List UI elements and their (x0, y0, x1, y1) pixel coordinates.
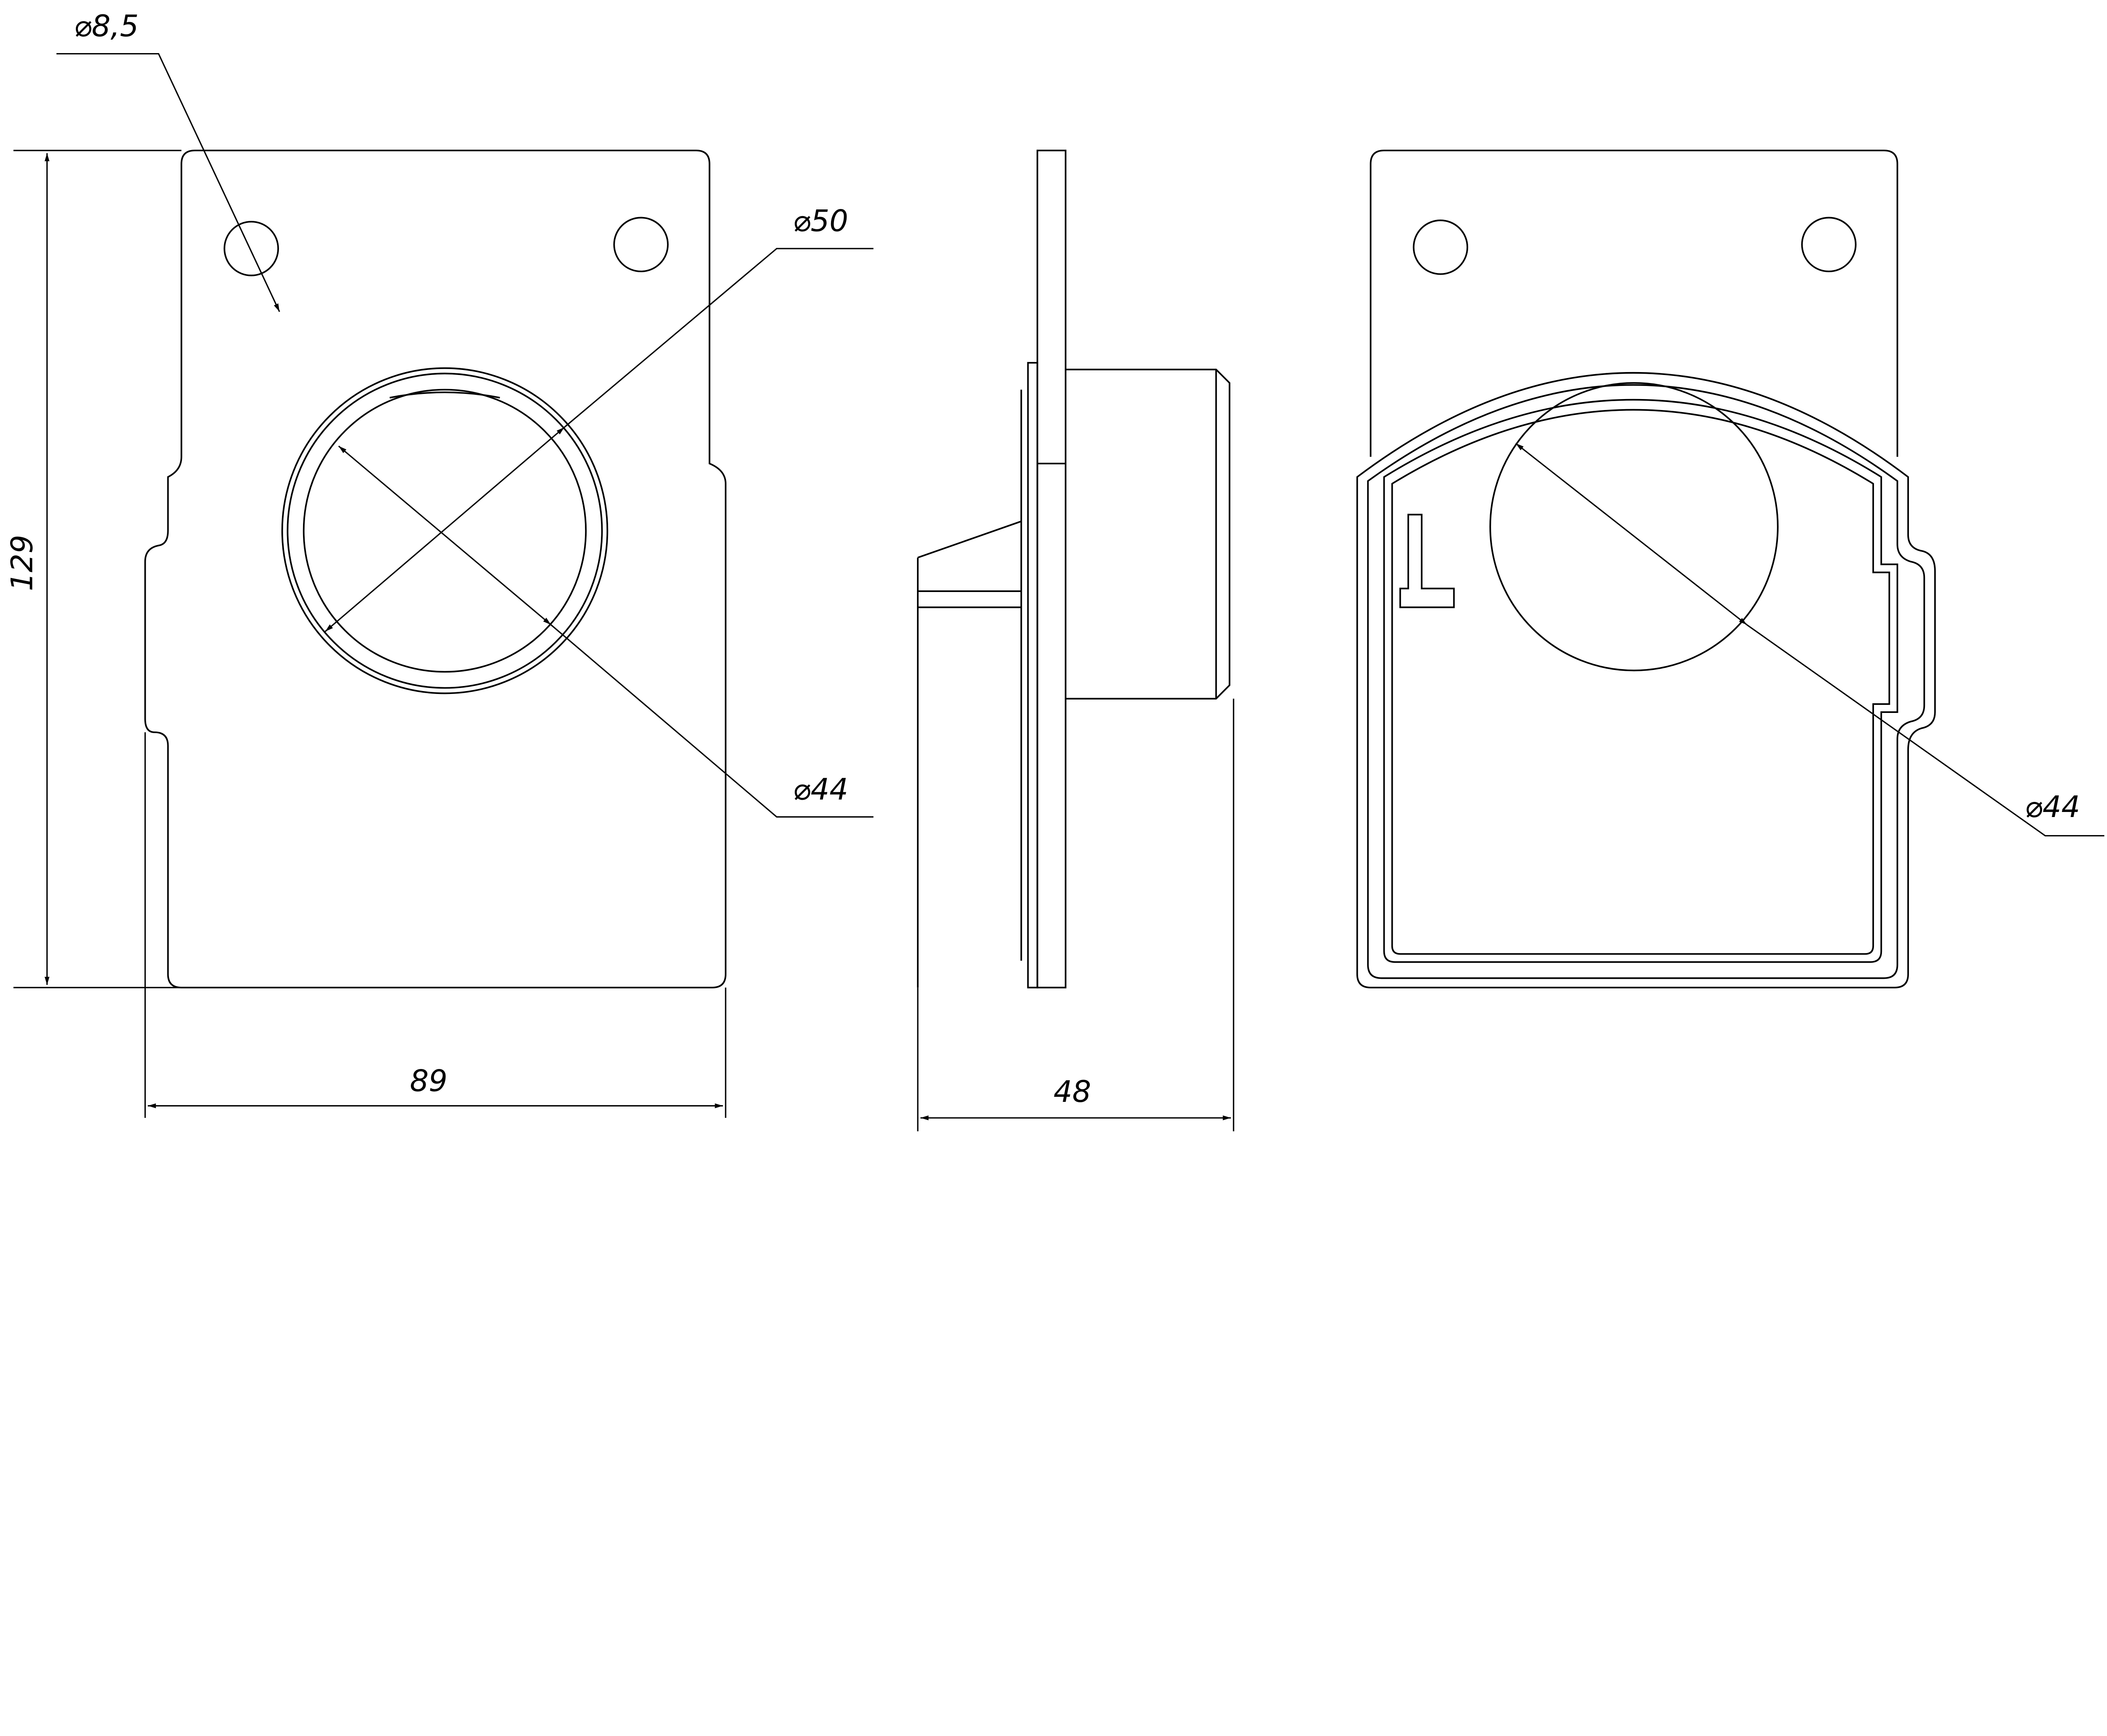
bore-detail (389, 391, 500, 399)
rear-view: ⌀44 (1356, 150, 2104, 989)
hole-leader (56, 53, 280, 312)
rear-diameter-leader (1746, 624, 2104, 837)
technical-drawing: 129 89 ⌀8,5 ⌀50 ⌀44 48 (5, 9, 2104, 1131)
mount-hole-left (223, 221, 279, 276)
side-plate-step (1027, 362, 1038, 989)
rear-diameter-label: ⌀44 (2025, 790, 2080, 824)
rear-plate-top (1370, 150, 1898, 457)
width-dimension-label: 89 (410, 1064, 448, 1098)
inner-diameter-leader (550, 624, 874, 818)
inner-diameter-dimension-line (338, 445, 552, 625)
side-plate (1036, 150, 1067, 989)
hole-diameter-label: ⌀8,5 (74, 9, 139, 43)
rear-bore (1489, 382, 1779, 672)
side-tube (1065, 368, 1230, 700)
rear-hole-right (1801, 217, 1857, 273)
side-wedge (917, 520, 1022, 988)
outer-ring (281, 367, 609, 694)
outer-diameter-leader (564, 248, 874, 428)
rear-t-tab (1399, 514, 1455, 608)
rear-housing-outline-2 (1367, 384, 1925, 979)
rear-diameter-dimension-line (1515, 443, 1748, 626)
height-dimension-label: 129 (5, 535, 40, 591)
rear-housing-inner-outline (1383, 399, 1898, 963)
outer-ring-inner (287, 372, 603, 689)
outer-diameter-dimension-line (324, 426, 565, 632)
mount-hole-right (613, 217, 669, 273)
outer-diameter-label: ⌀50 (793, 204, 848, 238)
inner-diameter-label: ⌀44 (793, 772, 848, 806)
rear-housing-inner-outline-2 (1391, 409, 1890, 955)
front-view: 129 89 ⌀8,5 ⌀50 ⌀44 (5, 9, 874, 1118)
side-view: 48 (917, 150, 1234, 1131)
bore (303, 388, 587, 673)
rear-hole-left (1413, 220, 1469, 275)
front-plate-outline (144, 150, 726, 989)
rear-housing-outline (1356, 372, 1936, 989)
depth-dimension-label: 48 (1054, 1074, 1091, 1109)
